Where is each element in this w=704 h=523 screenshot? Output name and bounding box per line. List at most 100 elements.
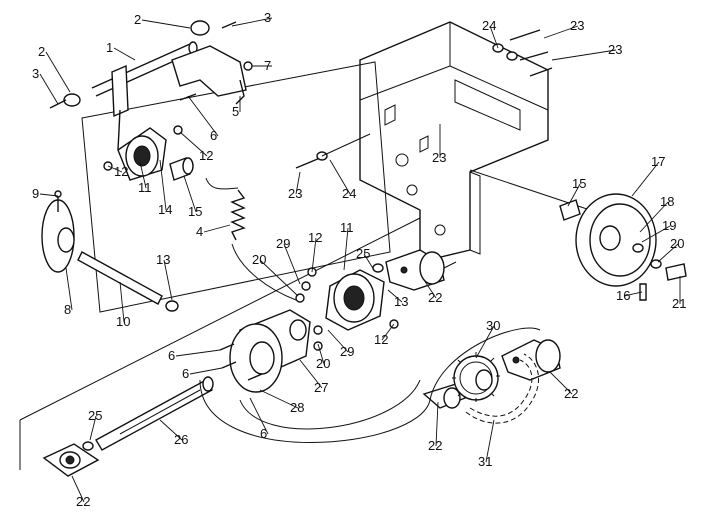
callout-label-c18: 18 bbox=[660, 194, 674, 209]
leader-line-c24b bbox=[329, 159, 351, 195]
leader-line-c9 bbox=[39, 193, 59, 197]
callout-label-c26: 26 bbox=[174, 432, 188, 447]
callout-label-c20a: 20 bbox=[670, 236, 684, 251]
leader-line-c6a bbox=[187, 95, 219, 137]
callout-label-c25b: 25 bbox=[88, 408, 102, 423]
callout-label-c5: 5 bbox=[232, 104, 239, 119]
leader-line-c8 bbox=[65, 267, 73, 311]
leader-line-c16 bbox=[623, 291, 643, 297]
leader-line-c2b bbox=[45, 51, 71, 93]
idler-bracket-bottom bbox=[42, 441, 100, 477]
callout-label-c16: 16 bbox=[616, 288, 630, 303]
callout-label-c12b: 12 bbox=[114, 164, 128, 179]
callout-label-c27: 27 bbox=[314, 380, 328, 395]
leader-line-c22d bbox=[71, 475, 85, 503]
drive-chain bbox=[465, 353, 540, 424]
leader-line-c17 bbox=[631, 161, 660, 197]
callout-label-c21: 21 bbox=[672, 296, 686, 311]
leader-line-c20c bbox=[317, 343, 325, 365]
leader-line-c26 bbox=[159, 419, 183, 441]
callout-label-c3a: 3 bbox=[264, 10, 271, 25]
leader-line-c24a bbox=[489, 25, 499, 49]
frame-bolts bbox=[295, 29, 553, 169]
leader-line-c4 bbox=[203, 224, 231, 233]
callout-label-c6b: 6 bbox=[168, 348, 175, 363]
lower-shaft bbox=[95, 376, 214, 451]
leader-line-c23b bbox=[551, 49, 617, 61]
idler-bracket-right bbox=[501, 339, 561, 381]
callout-label-c28: 28 bbox=[290, 400, 304, 415]
callout-label-c22b: 22 bbox=[564, 386, 578, 401]
leader-line-c25b bbox=[89, 415, 97, 441]
leader-line-c22a bbox=[423, 279, 437, 299]
callout-label-c23a: 23 bbox=[570, 18, 584, 33]
leader-line-c29b bbox=[327, 329, 349, 353]
callout-label-c13b: 13 bbox=[394, 294, 408, 309]
leader-line-c15b bbox=[567, 183, 581, 207]
leader-line-c6c bbox=[189, 367, 223, 375]
pulley-right bbox=[469, 169, 687, 301]
leader-line-c12d bbox=[381, 323, 395, 341]
leader-line-c11b bbox=[343, 227, 349, 271]
callout-label-c19: 19 bbox=[662, 218, 676, 233]
callout-label-c29a: 29 bbox=[276, 236, 290, 251]
callout-label-c22c: 22 bbox=[428, 438, 442, 453]
callout-label-c24a: 24 bbox=[482, 18, 496, 33]
callout-label-c12c: 12 bbox=[308, 230, 322, 245]
leader-line-c18 bbox=[639, 201, 669, 233]
drive-hub bbox=[219, 309, 311, 393]
leader-line-c15a bbox=[183, 175, 197, 213]
leader-line-c27 bbox=[299, 359, 323, 389]
callout-label-c14: 14 bbox=[158, 202, 172, 217]
leader-line-c29a bbox=[283, 243, 301, 285]
leader-line-c1 bbox=[113, 47, 136, 61]
callout-label-c29b: 29 bbox=[340, 344, 354, 359]
callout-label-c7: 7 bbox=[264, 58, 271, 73]
leader-line-c13b bbox=[387, 289, 403, 303]
callout-label-c11a: 11 bbox=[138, 180, 152, 195]
callout-label-c1: 1 bbox=[106, 40, 113, 55]
callout-label-c9: 9 bbox=[32, 186, 39, 201]
callout-label-c23c: 23 bbox=[432, 150, 446, 165]
guide-panel bbox=[19, 61, 421, 470]
callout-label-c22d: 22 bbox=[76, 494, 90, 509]
leader-line-c23d bbox=[295, 171, 301, 195]
leader-line-c20b bbox=[259, 259, 299, 297]
callout-label-c23d: 23 bbox=[288, 186, 302, 201]
leader-line-c13a bbox=[163, 259, 173, 301]
upper-shaft-assembly bbox=[49, 20, 253, 151]
leader-line-c3a bbox=[231, 17, 273, 27]
callout-leaders bbox=[39, 17, 681, 503]
leader-line-c25a bbox=[363, 253, 375, 271]
callout-label-c15b: 15 bbox=[572, 176, 586, 191]
callout-label-c17: 17 bbox=[651, 154, 665, 169]
callout-label-c15a: 15 bbox=[188, 204, 202, 219]
leader-line-c6b bbox=[175, 349, 221, 357]
leader-line-c3b bbox=[39, 73, 59, 105]
callout-label-c12a: 12 bbox=[199, 148, 213, 163]
callout-label-c3b: 3 bbox=[32, 66, 39, 81]
leader-line-c22b bbox=[549, 371, 573, 395]
callout-label-c2b: 2 bbox=[38, 44, 45, 59]
callout-label-c6c: 6 bbox=[182, 366, 189, 381]
leader-line-c2a bbox=[141, 19, 191, 29]
leader-line-c30 bbox=[475, 325, 495, 359]
callout-label-c4: 4 bbox=[196, 224, 203, 239]
leader-line-c12c bbox=[311, 237, 317, 273]
leader-line-c28 bbox=[259, 389, 299, 409]
sprocket bbox=[452, 352, 500, 402]
leader-line-c12b bbox=[107, 165, 123, 173]
callout-label-c13a: 13 bbox=[156, 252, 170, 267]
pulley-left bbox=[41, 190, 179, 312]
leader-line-c6d bbox=[249, 397, 269, 435]
callout-label-c24b: 24 bbox=[342, 186, 356, 201]
callout-label-c10: 10 bbox=[116, 314, 130, 329]
callout-label-c20b: 20 bbox=[252, 252, 266, 267]
callout-label-c6a: 6 bbox=[210, 128, 217, 143]
leader-line-c10 bbox=[119, 281, 125, 323]
callout-label-c31: 31 bbox=[478, 454, 492, 469]
callout-label-c25a: 25 bbox=[356, 246, 370, 261]
leader-line-c23a bbox=[543, 25, 579, 39]
callout-label-c22a: 22 bbox=[428, 290, 442, 305]
